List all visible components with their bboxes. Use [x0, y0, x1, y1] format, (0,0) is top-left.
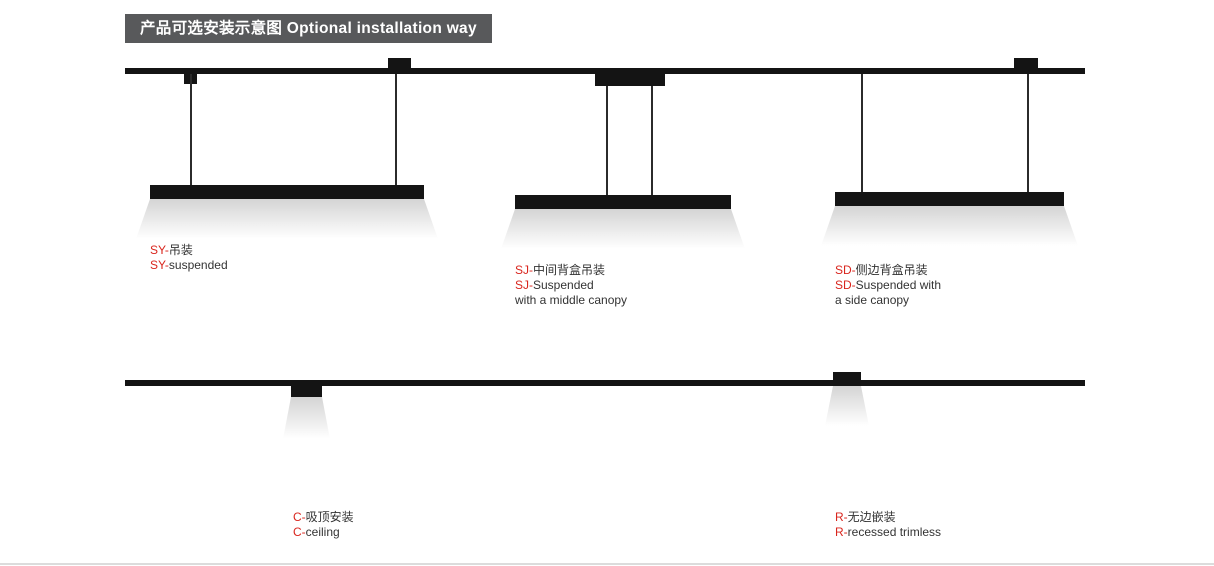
label-prefix: R-: [835, 525, 848, 539]
c-light-fixture: [291, 386, 322, 397]
label-line: R-recessed trimless: [835, 525, 941, 540]
c-light-beam: [283, 397, 330, 439]
ceiling-line-top: [125, 68, 1085, 74]
sd-light-fixture: [835, 192, 1064, 206]
sj-light-fixture: [515, 195, 731, 209]
label-text: 中间背盒吊装: [533, 263, 606, 277]
label-prefix: SY-: [150, 258, 169, 272]
r-light-fixture: [833, 372, 861, 380]
sy-power-feed-box: [388, 58, 411, 68]
label-text: a side canopy: [835, 293, 910, 307]
label-text: Suspended: [533, 278, 594, 292]
ceiling-line-bottom: [125, 380, 1085, 386]
label-line: R-无边嵌装: [835, 510, 941, 525]
sj-suspension-wire-left: [606, 86, 608, 195]
sd-suspension-wire-right: [1027, 74, 1029, 192]
label-line: C-ceiling: [293, 525, 354, 540]
sj-light-beam: [501, 209, 745, 249]
label-sy: SY-吊装 SY-suspended: [150, 243, 228, 273]
label-line: SY-吊装: [150, 243, 228, 258]
sy-suspension-wire-left: [190, 74, 192, 185]
label-text: suspended: [168, 258, 228, 272]
label-line: SJ-Suspended: [515, 278, 627, 293]
label-prefix: C-: [293, 525, 306, 539]
label-sd: SD-侧边背盒吊装 SD-Suspended with a side canop…: [835, 263, 941, 308]
label-prefix: SD-: [835, 278, 856, 292]
label-line: with a middle canopy: [515, 293, 627, 308]
label-line: SD-侧边背盒吊装: [835, 263, 941, 278]
label-line: a side canopy: [835, 293, 941, 308]
label-text: 吸顶安装: [305, 510, 354, 524]
label-c: C-吸顶安装 C-ceiling: [293, 510, 354, 540]
label-text: 无边嵌装: [847, 510, 896, 524]
label-line: SD-Suspended with: [835, 278, 941, 293]
label-prefix: SJ-: [515, 263, 533, 277]
page-title: 产品可选安装示意图 Optional installation way: [125, 14, 492, 43]
sy-light-beam: [136, 199, 438, 239]
r-light-beam: [825, 386, 869, 426]
label-prefix: SY-: [150, 243, 169, 257]
label-text: 侧边背盒吊装: [855, 263, 928, 277]
label-line: SJ-中间背盒吊装: [515, 263, 627, 278]
sd-light-beam: [821, 206, 1078, 246]
label-r: R-无边嵌装 R-recessed trimless: [835, 510, 941, 540]
sy-suspension-wire-right: [395, 74, 397, 185]
label-prefix: R-: [835, 510, 848, 524]
label-prefix: C-: [293, 510, 306, 524]
sj-middle-canopy-box: [595, 74, 665, 86]
label-text: 吊装: [168, 243, 193, 257]
sd-suspension-wire-left: [861, 74, 863, 192]
label-prefix: SJ-: [515, 278, 533, 292]
label-line: SY-suspended: [150, 258, 228, 273]
page-bottom-rule: [0, 563, 1214, 565]
label-line: C-吸顶安装: [293, 510, 354, 525]
label-text: recessed trimless: [847, 525, 942, 539]
label-prefix: SD-: [835, 263, 856, 277]
sy-light-fixture: [150, 185, 424, 199]
sd-side-canopy-box: [1014, 58, 1038, 68]
label-text: ceiling: [305, 525, 340, 539]
label-text: Suspended with: [855, 278, 942, 292]
label-text: with a middle canopy: [515, 293, 628, 307]
sj-suspension-wire-right: [651, 86, 653, 195]
label-sj: SJ-中间背盒吊装 SJ-Suspended with a middle can…: [515, 263, 627, 308]
